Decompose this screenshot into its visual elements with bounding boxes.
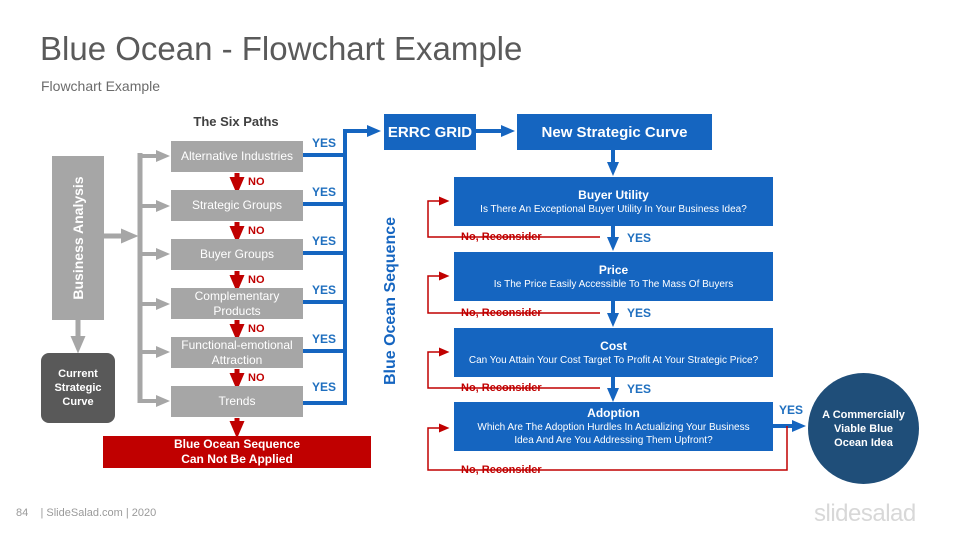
sequence-question: Which Are The Adoption Hurdles In Actual… (477, 422, 750, 446)
cannot-apply-box: Blue Ocean Sequence Can Not Be Applied (103, 436, 371, 468)
page-title: Blue Ocean - Flowchart Example (40, 30, 523, 67)
page-subtitle: Flowchart Example (41, 78, 161, 94)
sequence-title: Price (598, 262, 629, 277)
cannot-apply-line-1: Blue Ocean Sequence (173, 437, 301, 451)
sequence-box-cost: Cost Can You Attain Your Cost Target To … (454, 328, 773, 377)
sequence-box-price: Price Is The Price Easily Accessible To … (454, 252, 773, 301)
reconsider-label-3: No, Reconsider (461, 382, 542, 394)
cannot-apply-line-2: Can Not Be Applied (181, 452, 293, 466)
sequence-yes-label-4: YES (779, 403, 804, 417)
yes-label-4: YES (312, 283, 337, 297)
sequence-box-buyer-utility: Buyer Utility Is There An Exceptional Bu… (454, 177, 773, 226)
sequence-question: Can You Attain Your Cost Target To Profi… (468, 354, 759, 366)
yes-label-2: YES (312, 185, 337, 199)
outcome-label: A Commercially Viable Blue Ocean Idea (822, 408, 905, 449)
page-number: 84 (16, 507, 29, 519)
footer: 84 | SlideSalad.com | 2020 (16, 507, 156, 519)
sequence-question: Is There An Exceptional Buyer Utility In… (480, 203, 747, 215)
outcome-circle: A Commercially Viable Blue Ocean Idea (808, 373, 919, 484)
reconsider-loop-4 (427, 423, 788, 471)
current-strategic-curve-box: Current Strategic Curve (41, 353, 115, 423)
yes-label-3: YES (312, 234, 337, 248)
path-box-5: Functional-emotional Attraction (171, 337, 303, 368)
sequence-box-adoption: Adoption Which Are The Adoption Hurdles … (454, 402, 773, 451)
sequence-question: Is The Price Easily Accessible To The Ma… (493, 278, 734, 290)
yes-label-5: YES (312, 332, 337, 346)
no-label-1: NO (248, 176, 265, 188)
business-analysis-label: Business Analysis (70, 176, 86, 300)
path-box-4: Complementary Products (171, 288, 303, 319)
blue-ocean-sequence-label: Blue Ocean Sequence (382, 216, 399, 386)
path-box-3: Buyer Groups (171, 239, 303, 270)
yes-label-1: YES (312, 136, 337, 150)
business-analysis-box: Business Analysis (52, 156, 104, 320)
no-label-3: NO (248, 274, 265, 286)
six-paths-heading: The Six Paths (193, 114, 279, 129)
no-label-4: NO (248, 323, 265, 335)
sequence-title: Adoption (587, 406, 640, 420)
errc-grid-box: ERRC GRID (384, 114, 476, 150)
new-strategic-curve-box: New Strategic Curve (517, 114, 712, 150)
reconsider-loop-1 (427, 196, 600, 238)
sequence-title: Cost (600, 338, 627, 353)
sequence-yes-label-1: YES (627, 231, 652, 245)
footer-source: | SlideSalad.com | 2020 (40, 507, 157, 519)
no-label-2: NO (248, 225, 265, 237)
reconsider-label-1: No, Reconsider (461, 231, 542, 243)
reconsider-label-2: No, Reconsider (461, 307, 542, 319)
sequence-yes-label-2: YES (627, 306, 652, 320)
reconsider-loop-2 (427, 271, 600, 314)
brand-logo: slidesalad (814, 500, 916, 527)
path-box-6: Trends (171, 386, 303, 417)
no-label-5: NO (248, 372, 265, 384)
path-box-1: Alternative Industries (171, 141, 303, 172)
path-box-2: Strategic Groups (171, 190, 303, 221)
sequence-title: Buyer Utility (578, 187, 649, 202)
reconsider-loop-3 (427, 347, 600, 389)
yes-label-6: YES (312, 380, 337, 394)
current-strategic-curve-label: Current Strategic Curve (54, 368, 102, 408)
reconsider-label-4: No, Reconsider (461, 464, 542, 476)
sequence-yes-label-3: YES (627, 382, 652, 396)
